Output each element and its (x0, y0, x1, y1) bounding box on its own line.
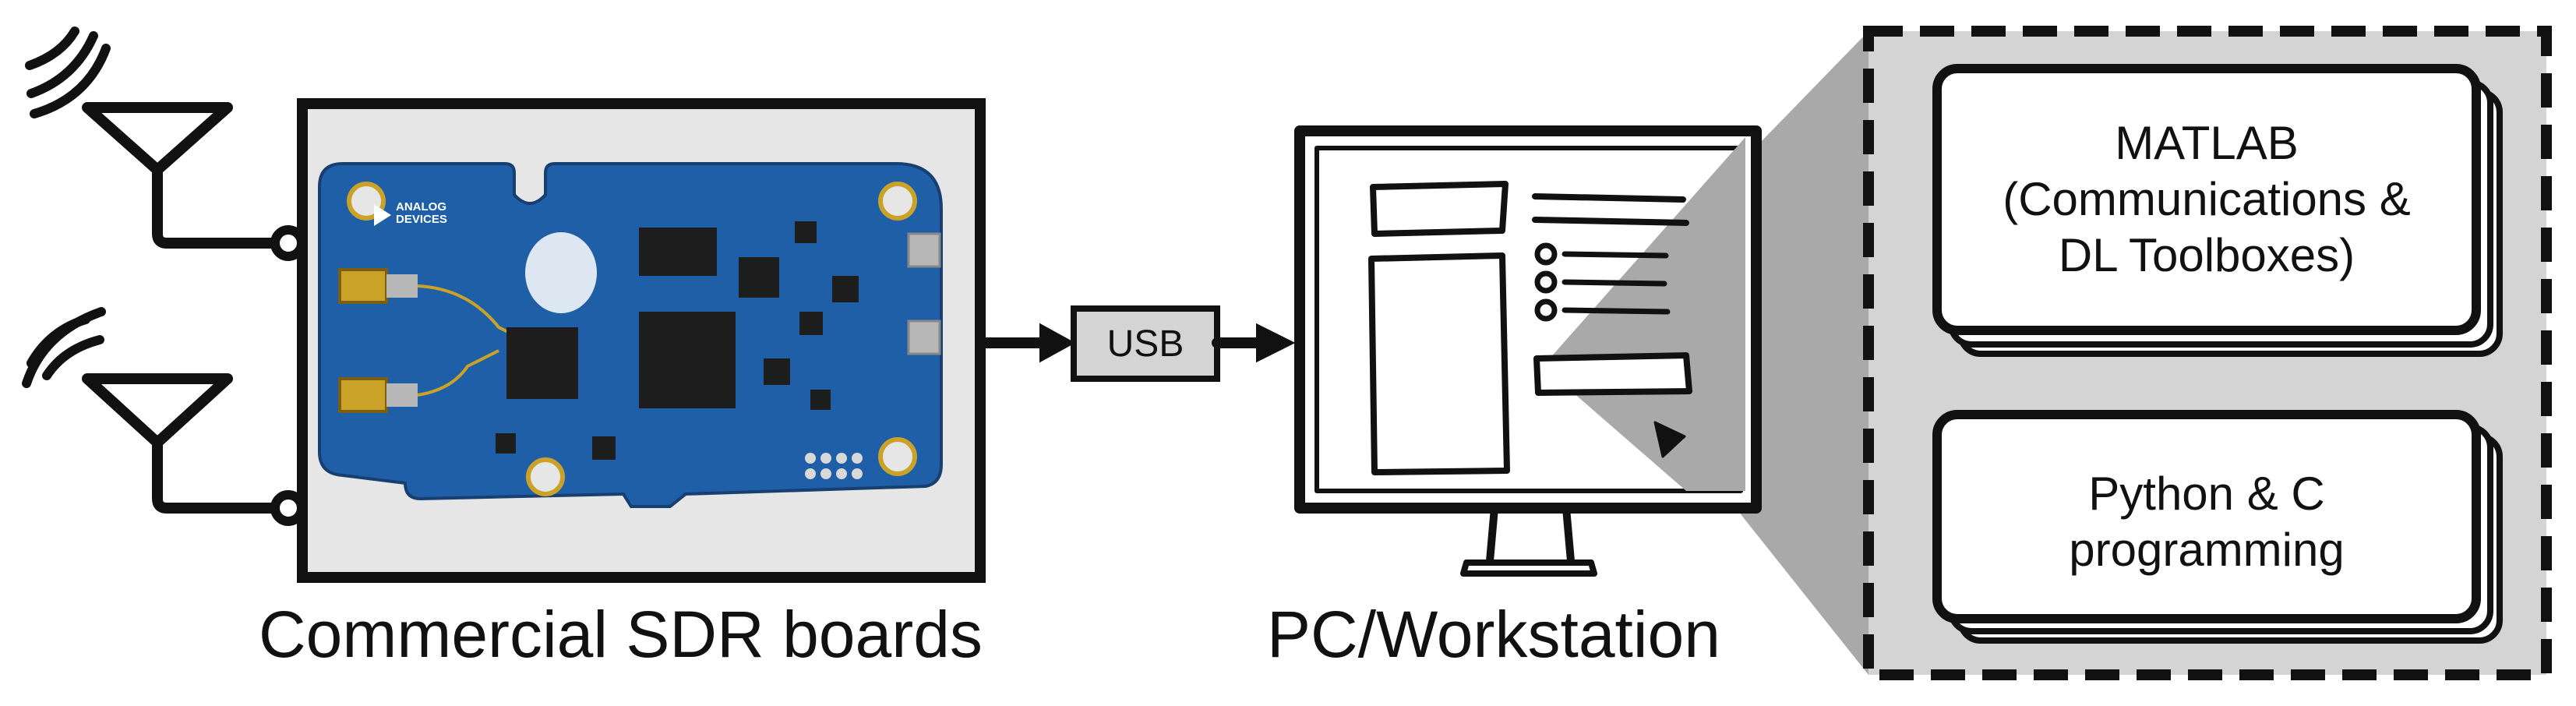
python-label-line2: programming (2069, 524, 2345, 576)
arrow-icon (1039, 323, 1076, 363)
matlab-label: MATLAB (Communications & DL Toolboxes) (1937, 115, 2476, 284)
board-logo: ANALOG DEVICES (396, 201, 447, 226)
matlab-label-line1: MATLAB (2115, 117, 2299, 169)
antenna-icon (82, 102, 283, 249)
arrow-icon (1256, 323, 1296, 363)
usb-label: USB (1106, 323, 1184, 365)
cursor-icon (1653, 421, 1686, 458)
antenna-icon (82, 373, 283, 514)
signal-waves-icon (25, 26, 111, 118)
matlab-card (1932, 64, 2503, 357)
antenna-1 (25, 26, 306, 261)
matlab-label-line3: DL Toolboxes) (2058, 229, 2355, 281)
sdr-caption: Commercial SDR boards (259, 598, 983, 671)
pc-caption: PC/Workstation (1267, 598, 1720, 671)
sdr-board-photo (318, 162, 943, 508)
antenna-2 (22, 307, 306, 526)
python-card (1932, 410, 2503, 644)
usb-link (975, 305, 1296, 382)
python-label: Python & C programming (1937, 466, 2476, 578)
monitor-icon (1294, 125, 1762, 577)
signal-waves-icon (22, 307, 106, 388)
python-label-line1: Python & C (2088, 468, 2325, 520)
board-logo-line2: DEVICES (396, 212, 447, 226)
board-logo-line1: ANALOG (396, 200, 446, 214)
matlab-label-line2: (Communications & (2003, 173, 2411, 225)
